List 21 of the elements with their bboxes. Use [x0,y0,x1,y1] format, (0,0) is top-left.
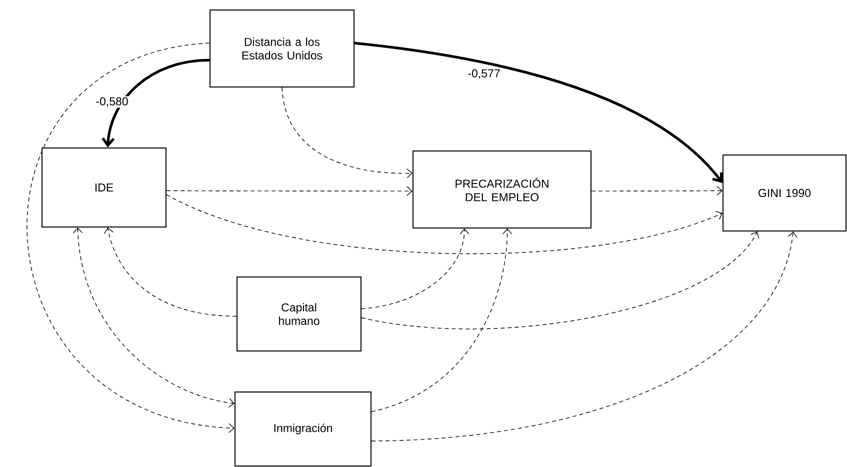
variable-box: Inmigración [234,392,372,466]
edge-label: -0,580 [94,96,130,108]
arrow [282,87,412,178]
variable-box: Capital humano [236,276,362,352]
arrow [354,42,723,183]
arrow [26,42,234,433]
variable-box: GINI 1990 [722,154,846,232]
arrow [166,194,722,254]
arrow [371,232,798,442]
variable-box: Distancia a los Estados Unidos [210,10,354,88]
variable-box: IDE [42,148,166,228]
arrow [102,58,210,148]
arrow [73,228,234,408]
arrow [371,228,512,412]
edge-label: -0,577 [466,68,502,80]
variable-box: PRECARIZACIÓN DEL EMPLEO [412,150,592,228]
arrow [104,228,237,317]
arrow [591,186,722,196]
arrow [361,232,760,330]
arrow [166,186,412,196]
arrow [361,228,470,310]
